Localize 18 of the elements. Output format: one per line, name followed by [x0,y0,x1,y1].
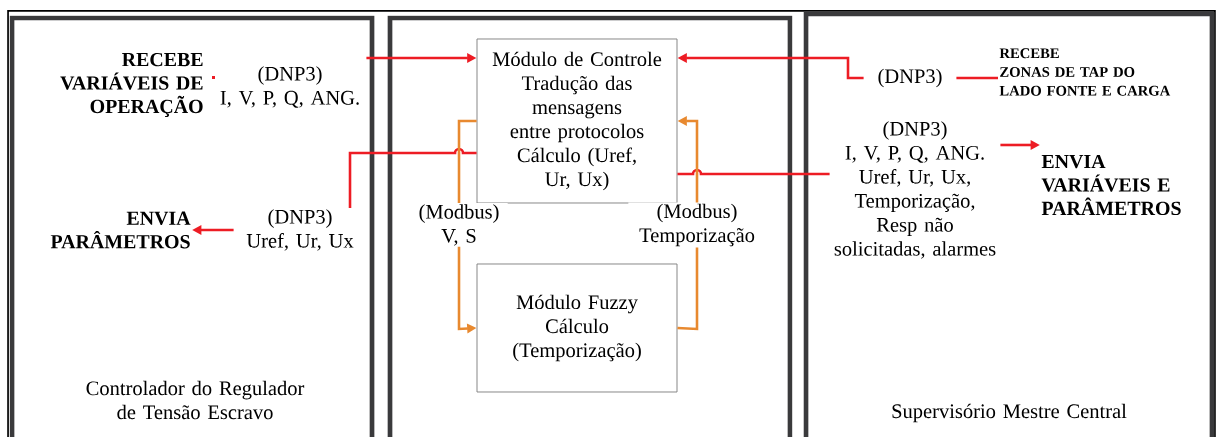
protocol-text: (DNP3) [878,68,942,88]
action-text: ENVIA VARIÁVEIS E PARÂMETROS [1041,154,1181,216]
action-text: RECEBE ZONAS DE TAP DO LADO FONTE E CARGA [999,48,1171,96]
edge-label: (Modbus) V, S [410,203,508,247]
connector-line [348,147,477,208]
panel-title: Controlador do Regulador de Tensão Escravo [86,380,305,420]
connector-line [956,76,998,80]
action-text: RECEBE VARIÁVEIS DE OPERAÇÃO [60,52,203,118]
module-box: Módulo Fuzzy Cálculo (Temporização) [476,263,678,393]
protocol-text: (DNP3) Uref, Ur, Ux [246,209,354,251]
action-text: ENVIA PARÂMETROS [50,211,191,249]
protocol-text: (DNP3) I, V, P, Q, ANG. Uref, Ur, Ux, Temporização, Resp não solicitadas, alarmes [834,121,996,259]
module-box: Módulo de Controle Tradução das mensagens entre protocolos Cálculo (Uref, Ur, Ux) [476,38,678,204]
edge-label: (Modbus) Temporização [628,202,766,248]
panel [387,15,793,437]
connector-line [677,168,830,176]
panel-title: Supervisório Mestre Central [892,403,1127,423]
protocol-text: (DNP3) I, V, P, Q, ANG. [220,66,359,108]
